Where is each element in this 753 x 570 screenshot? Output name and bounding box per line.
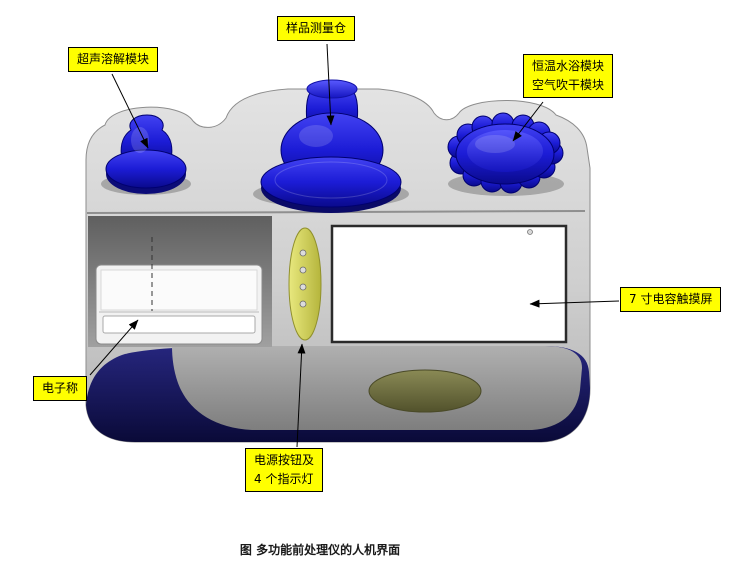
base-badge-oval	[368, 369, 482, 413]
arrow-touchscreen	[529, 299, 620, 308]
arrow-electronic-scale	[89, 319, 139, 376]
knob-sample-chamber	[260, 79, 402, 213]
callout-water-bath-module: 恒温水浴模块 空气吹干模块	[523, 54, 614, 98]
figure-caption: 图 多功能前处理仪的人机界面	[239, 543, 401, 557]
sensor-dot	[527, 229, 533, 235]
power-strip-oval	[288, 227, 322, 341]
arrow-ultrasonic-module	[111, 73, 149, 149]
chamber-flange	[260, 156, 402, 208]
arrow-sample-chamber	[326, 43, 335, 126]
callout-electronic-scale: 电子称	[33, 376, 88, 401]
arrow-power-button	[296, 343, 306, 448]
chamber-highlight	[299, 125, 333, 147]
callout-touchscreen: 7 寸电容触摸屏	[620, 287, 722, 312]
power-button-strip	[288, 227, 322, 341]
callout-power-button: 电源按钮及 4 个指示灯	[245, 448, 324, 492]
touchscreen-panel	[330, 224, 568, 344]
callout-sample-chamber: 样品测量仓	[277, 16, 356, 41]
chamber-flange-inner	[274, 161, 388, 199]
arrow-water-bath-module	[512, 101, 544, 142]
touchscreen-module	[330, 224, 568, 344]
cap-highlight	[475, 135, 515, 153]
knob-water-bath-module	[447, 112, 564, 194]
indicator-light-3	[299, 283, 307, 291]
indicator-light-4	[299, 300, 307, 308]
callout-line-2: 空气吹干模块	[532, 78, 605, 92]
callout-line-1: 电源按钮及	[254, 453, 315, 467]
scale-slot	[102, 315, 256, 334]
indicator-light-1	[299, 249, 307, 257]
callout-line-1: 恒温水浴模块	[532, 59, 605, 73]
callout-arrows	[89, 43, 620, 448]
indicator-light-2	[299, 266, 307, 274]
chamber-neck-cap	[306, 79, 358, 99]
cap-top	[467, 130, 543, 172]
knob-flange	[105, 149, 187, 189]
scale-cover	[100, 269, 258, 311]
callout-ultrasonic-module: 超声溶解模块	[68, 47, 159, 72]
callout-line-2: 4 个指示灯	[254, 472, 314, 486]
